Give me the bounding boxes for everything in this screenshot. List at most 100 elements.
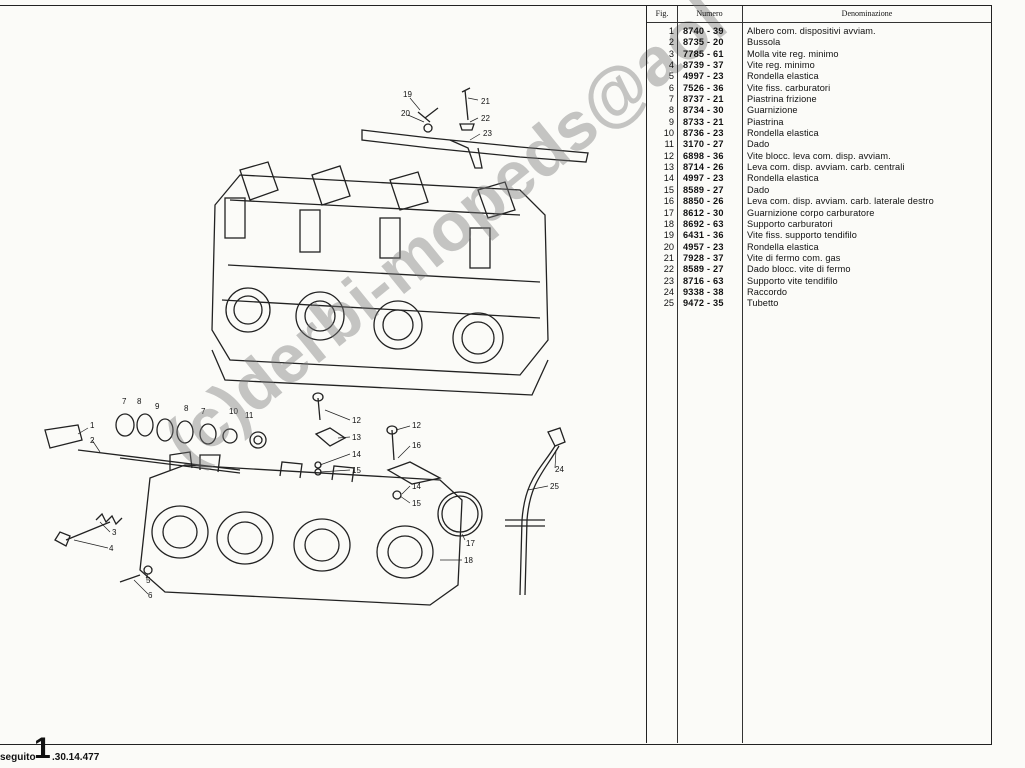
row-numero-cell: 8740 - 39 (683, 26, 724, 36)
row-fig-cell: 14 (663, 173, 674, 184)
row-numero-cell: 8737 - 21 (683, 94, 724, 105)
svg-text:8: 8 (184, 404, 189, 413)
row-fig-cell: 25 (663, 298, 674, 309)
svg-text:24: 24 (555, 465, 564, 474)
row-fig-cell: 18 (663, 218, 674, 229)
footer-prefix: seguito (0, 752, 36, 763)
svg-text:23: 23 (483, 129, 492, 138)
column-divider (677, 6, 678, 743)
svg-text:14: 14 (412, 482, 421, 491)
row-numero-cell: 7928 - 37 (683, 252, 724, 263)
row-fig-cell: 9 (668, 116, 674, 127)
header-fig: Fig. (655, 9, 669, 18)
row-denominazione-cell: Vite reg. minimo (747, 60, 815, 71)
row-fig-cell: 17 (663, 207, 674, 218)
row-numero-cell: 8739 - 37 (683, 60, 724, 71)
row-fig-cell: 6 (668, 82, 674, 93)
svg-text:20: 20 (401, 109, 410, 118)
row-denominazione-cell: Bussola (747, 37, 781, 48)
row-denominazione-cell: Tubetto (747, 298, 779, 309)
row-denominazione-cell: Dado (747, 139, 770, 150)
row-denominazione-cell: Dado (747, 184, 770, 195)
row-numero-cell: 9472 - 35 (683, 298, 724, 309)
row-denominazione-cell: Leva com. disp. avviam. carb. centrali (747, 162, 905, 173)
row-denominazione-cell: Albero com. dispositivi avviam. (747, 26, 876, 36)
svg-text:22: 22 (481, 114, 490, 123)
svg-text:15: 15 (412, 499, 421, 508)
svg-text:14: 14 (352, 450, 361, 459)
table-row: 14 4997 - 23 Rondella elastica (647, 173, 992, 184)
column-divider (742, 6, 743, 743)
table-row: 7 8737 - 21 Piastrina frizione (647, 94, 992, 105)
footer-section-number: 1 (34, 732, 51, 765)
svg-text:8: 8 (137, 397, 142, 406)
row-fig-cell: 8 (668, 105, 674, 116)
svg-text:25: 25 (550, 482, 559, 491)
row-numero-cell: 8850 - 26 (683, 196, 724, 207)
row-denominazione-cell: Rondella elastica (747, 173, 819, 184)
row-denominazione-cell: Piastrina frizione (747, 94, 817, 105)
row-fig-cell: 21 (663, 252, 674, 263)
row-numero-cell: 8714 - 26 (683, 162, 724, 173)
svg-text:5: 5 (146, 576, 151, 585)
row-denominazione-cell: Vite di fermo com. gas (747, 252, 841, 263)
row-numero-cell: 8589 - 27 (683, 184, 724, 195)
row-denominazione-cell: Rondella elastica (747, 128, 819, 139)
header-numero: Numero (696, 9, 723, 18)
table-row: 25 9472 - 35 Tubetto (647, 298, 992, 309)
row-numero-cell: 4997 - 23 (683, 173, 724, 184)
row-denominazione-cell: Piastrina (747, 116, 784, 127)
svg-text:9: 9 (155, 402, 160, 411)
row-numero-cell: 4997 - 23 (683, 71, 724, 82)
row-denominazione-cell: Dado blocc. vite di fermo (747, 264, 851, 275)
row-denominazione-cell: Leva com. disp. avviam. carb. laterale d… (747, 196, 934, 207)
svg-text:17: 17 (466, 539, 475, 548)
row-denominazione-cell: Supporto carburatori (747, 218, 833, 229)
svg-text:7: 7 (122, 397, 127, 406)
row-fig-cell: 12 (663, 150, 674, 161)
row-fig-cell: 4 (668, 60, 674, 71)
row-fig-cell: 7 (668, 94, 674, 105)
row-numero-cell: 6431 - 36 (683, 230, 724, 241)
table-row: 11 3170 - 27 Dado (647, 139, 992, 150)
row-denominazione-cell: Guarnizione corpo carburatore (747, 207, 875, 218)
row-fig-cell: 22 (663, 264, 674, 275)
row-numero-cell: 7785 - 61 (683, 48, 724, 59)
page-frame (0, 5, 992, 745)
header-divider (647, 22, 992, 23)
row-numero-cell: 8612 - 30 (683, 207, 724, 218)
svg-text:12: 12 (412, 421, 421, 430)
header-denominazione: Denominazione (841, 9, 893, 18)
row-denominazione-cell: Vite fiss. carburatori (747, 82, 831, 93)
row-numero-cell: 8589 - 27 (683, 264, 724, 275)
row-fig-cell: 11 (664, 139, 674, 150)
svg-text:6: 6 (148, 591, 153, 600)
svg-text:15: 15 (352, 466, 361, 475)
svg-text:12: 12 (352, 416, 361, 425)
svg-text:11: 11 (245, 411, 254, 420)
row-numero-cell: 8692 - 63 (683, 218, 724, 229)
row-numero-cell: 8716 - 63 (683, 275, 724, 286)
table-row: 17 8612 - 30 Guarnizione corpo carburatore (647, 208, 992, 219)
row-numero-cell: 8736 - 23 (683, 128, 724, 139)
table-row: 18 8692 - 63 Supporto carburatori (647, 219, 992, 230)
row-denominazione-cell: Rondella elastica (747, 241, 819, 252)
row-numero-cell: 3170 - 27 (683, 139, 724, 150)
row-fig-cell: 16 (663, 196, 674, 207)
svg-text:13: 13 (352, 433, 361, 442)
row-fig-cell: 19 (663, 230, 674, 241)
row-denominazione-cell: Raccordo (747, 286, 788, 297)
